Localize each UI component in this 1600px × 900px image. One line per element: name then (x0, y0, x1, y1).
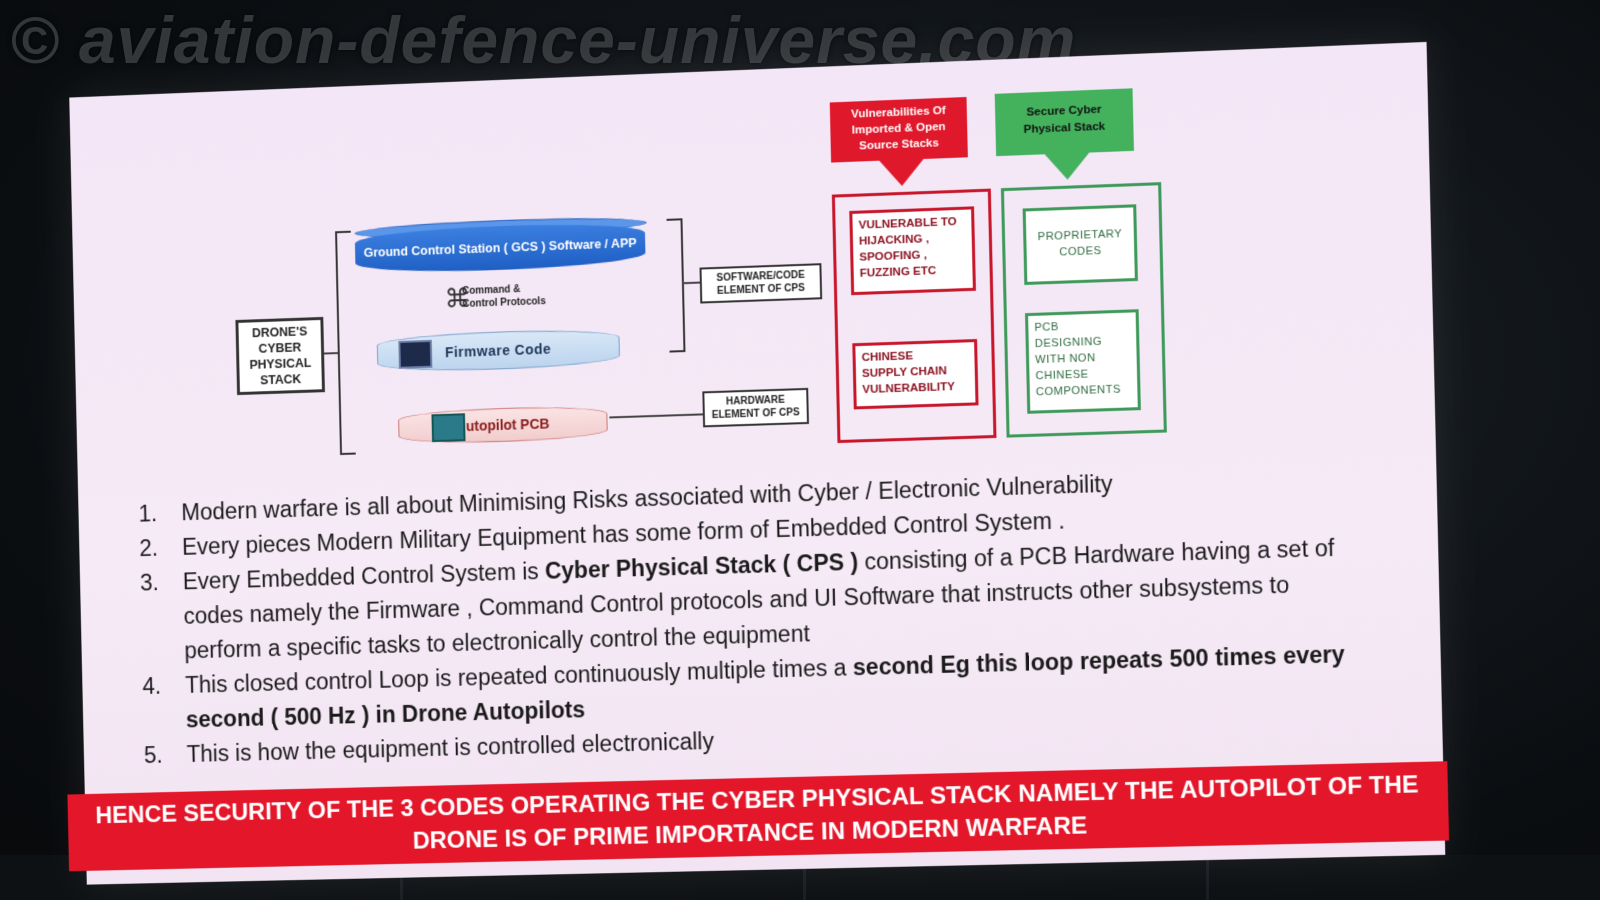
pcb-label: Autopilot PCB (456, 415, 550, 434)
software-connector (682, 282, 700, 285)
green-down-arrow (1045, 153, 1090, 181)
software-element-label: SOFTWARE/CODE ELEMENT OF CPS (700, 263, 823, 303)
vulnerabilities-frame: VULNERABLE TO HIJACKING , SPOOFING , FUZ… (832, 189, 997, 443)
brace-connector (324, 352, 338, 354)
autopilot-pcb-layer: Autopilot PCB (398, 405, 608, 446)
item-number: 1. (138, 496, 157, 531)
pcb-non-chinese-item: PCB DESIGNING WITH NON CHINESE COMPONENT… (1025, 309, 1141, 414)
item-text: Every Embedded Control System is (183, 558, 546, 594)
red-down-arrow (879, 159, 924, 187)
item-number: 5. (144, 738, 163, 773)
secure-stack-header: Secure Cyber Physical Stack (995, 88, 1134, 156)
item-number: 3. (140, 565, 159, 600)
conclusion-banner: HENCE SECURITY OF THE 3 CODES OPERATING … (67, 761, 1449, 871)
vulnerabilities-header: Vulnerabilities Of Imported & Open Sourc… (830, 97, 968, 163)
command-protocols-label: Command & Control Protocols (462, 282, 546, 311)
item-bold-text: Cyber Physical Stack ( CPS ) (545, 549, 859, 584)
left-brace (335, 231, 356, 455)
secure-stack-frame: PROPRIETARY CODES PCB DESIGNING WITH NON… (1001, 182, 1167, 438)
firmware-label: Firmware Code (445, 341, 552, 361)
hardware-element-label: HARDWARE ELEMENT OF CPS (702, 388, 809, 427)
hardware-arrow (609, 413, 702, 418)
chinese-supply-chain-item: CHINESE SUPPLY CHAIN VULNERABILITY (852, 339, 978, 409)
firmware-chip-icon (398, 340, 432, 369)
pcb-board-icon (431, 413, 465, 442)
proprietary-codes-item: PROPRIETARY CODES (1023, 204, 1138, 285)
presentation-screen: DRONE'S CYBER PHYSICAL STACK Ground Cont… (69, 42, 1445, 885)
drones-stack-box: DRONE'S CYBER PHYSICAL STACK (235, 317, 325, 395)
item-number: 4. (142, 669, 161, 704)
key-points-list: 1. Modern warfare is all about Minimisin… (138, 459, 1362, 773)
software-brace (667, 218, 686, 352)
vulnerable-hijacking-item: VULNERABLE TO HIJACKING , SPOOFING , FUZ… (849, 206, 976, 295)
item-number: 2. (139, 531, 158, 566)
